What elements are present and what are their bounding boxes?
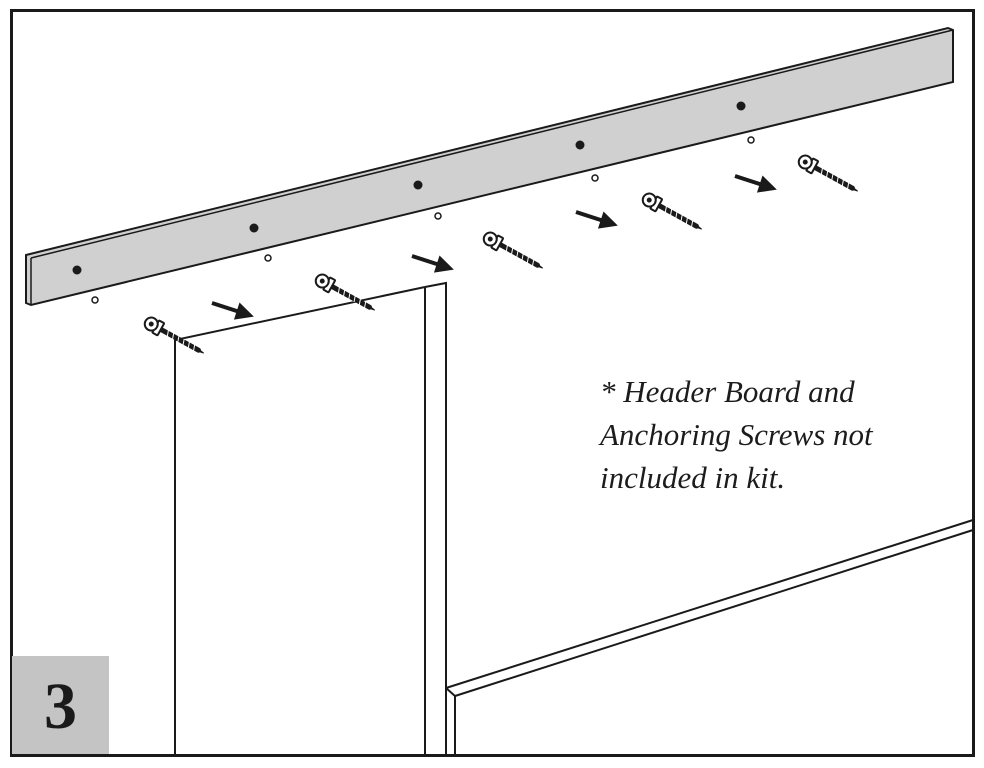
screw-3 bbox=[434, 212, 546, 274]
pilot-hole-icon bbox=[747, 136, 755, 144]
arrow-icon bbox=[571, 201, 623, 237]
kit-note: * Header Board and Anchoring Screws not … bbox=[600, 370, 960, 499]
arrow-icon bbox=[730, 165, 782, 201]
pilot-hole-icon bbox=[264, 254, 272, 262]
header-board bbox=[25, 26, 954, 307]
note-line: Anchoring Screws not bbox=[600, 417, 873, 452]
door-opening bbox=[174, 281, 974, 754]
step-number: 3 bbox=[44, 670, 77, 743]
board-hole bbox=[249, 223, 259, 233]
note-line: * Header Board and bbox=[600, 374, 855, 409]
screw-2 bbox=[264, 254, 378, 316]
pilot-hole-icon bbox=[91, 296, 99, 304]
board-hole bbox=[72, 265, 82, 275]
board-hole bbox=[413, 180, 423, 190]
diagram-frame bbox=[10, 9, 975, 757]
pilot-hole-icon bbox=[434, 212, 442, 220]
screw-icon bbox=[796, 153, 861, 197]
screw-5 bbox=[747, 136, 861, 197]
screw-icon bbox=[481, 230, 546, 274]
note-line: included in kit. bbox=[600, 460, 786, 495]
screw-1 bbox=[91, 296, 207, 359]
board-hole bbox=[575, 140, 585, 150]
screw-icon bbox=[640, 191, 705, 235]
arrow-icon bbox=[407, 245, 459, 281]
board-hole bbox=[736, 101, 746, 111]
arrow-icon bbox=[207, 292, 259, 328]
pilot-hole-icon bbox=[591, 174, 599, 182]
step-badge: 3 bbox=[12, 656, 109, 754]
screw-4 bbox=[591, 174, 705, 235]
